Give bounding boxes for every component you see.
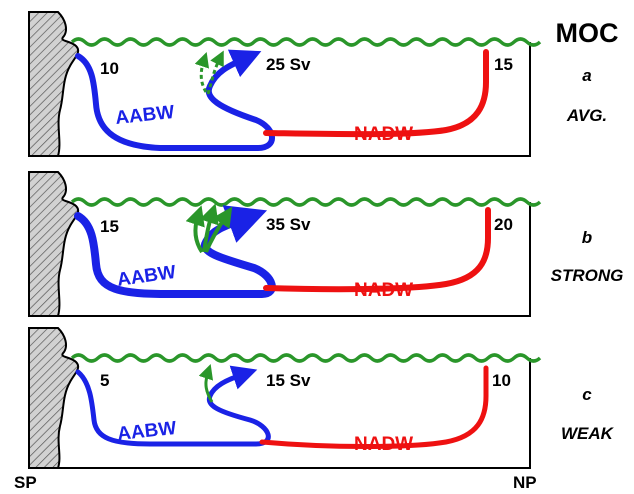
- panel-a-state: AVG.: [566, 106, 608, 125]
- axis-label-south-pole: SP: [14, 473, 37, 492]
- panel-c-letter: c: [582, 385, 592, 404]
- green-upwelling-arrow: [204, 206, 233, 253]
- panel-b: 15 35 Sv 20 AABW NADW: [28, 171, 542, 317]
- nadw-arrow: [259, 365, 489, 449]
- aabw-label: AABW: [116, 262, 178, 291]
- landmass-hatched: [28, 11, 80, 157]
- north-transport-value: 10: [492, 371, 511, 390]
- surface-wave: [70, 197, 542, 207]
- axis-label-north-pole: NP: [513, 473, 537, 492]
- panel-b-letter: b: [581, 228, 593, 247]
- green-upwelling-arrow: [206, 50, 224, 95]
- south-transport-value: 5: [100, 371, 109, 390]
- green-upwelling-arrow: [194, 52, 210, 93]
- surface-wave: [70, 353, 542, 363]
- south-transport-value: 10: [100, 59, 119, 78]
- green-upwelling-arrow: [199, 203, 219, 253]
- nadw-label: NADW: [354, 280, 413, 301]
- panel-a: 10 25 Sv 15 AABW NADW: [28, 11, 542, 157]
- nadw-arrow: [263, 49, 489, 138]
- surface-wave: [70, 37, 542, 47]
- panel-c-state: WEAK: [561, 424, 613, 443]
- landmass-hatched: [28, 171, 80, 317]
- nadw-label: NADW: [354, 434, 413, 455]
- nadw-arrow: [263, 207, 491, 293]
- north-transport-value: 20: [494, 215, 513, 234]
- green-upwelling-arrow: [185, 205, 205, 254]
- nadw-label: NADW: [354, 124, 413, 145]
- aabw-label: AABW: [114, 102, 175, 129]
- aabw-arrow: [75, 365, 271, 447]
- green-upwelling-arrow: [198, 364, 214, 403]
- diagram-title: MOC: [555, 18, 619, 48]
- center-transport-value: 15 Sv: [266, 371, 311, 390]
- center-transport-value: 35 Sv: [266, 215, 311, 234]
- landmass-hatched: [28, 327, 80, 469]
- panel-a-letter: a: [582, 66, 592, 85]
- north-transport-value: 15: [494, 55, 513, 74]
- aabw-label: AABW: [116, 418, 177, 445]
- center-transport-value: 25 Sv: [266, 55, 311, 74]
- panel-c: 5 15 Sv 10 AABW NADW: [28, 327, 542, 469]
- south-transport-value: 15: [100, 217, 119, 236]
- panel-b-state: STRONG: [550, 266, 624, 285]
